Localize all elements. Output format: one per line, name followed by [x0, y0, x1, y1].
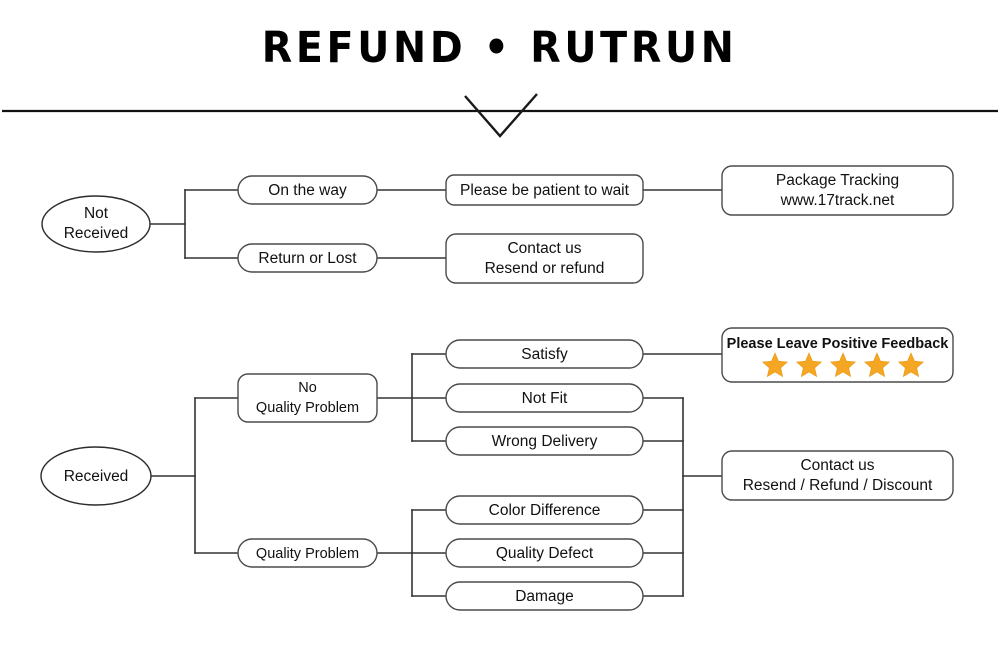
on-the-way-label: On the way	[268, 182, 347, 199]
on-the-way-box	[237, 175, 378, 205]
not-fit-box	[445, 383, 644, 413]
node-return-or-lost[interactable]: Return or Lost	[237, 243, 378, 273]
node-contact-resend-refund[interactable]: Contact us Resend or refund	[445, 233, 644, 284]
chevron-down-icon	[464, 93, 538, 138]
node-no-quality-problem[interactable]: No Quality Problem	[237, 373, 378, 423]
node-received[interactable]: Received	[40, 446, 152, 506]
color-difference-label: Color Difference	[489, 502, 601, 519]
contact-resend-box	[445, 233, 644, 284]
return-or-lost-box	[237, 243, 378, 273]
contact-discount-label-line1: Contact us	[800, 457, 874, 474]
wrong-delivery-label: Wrong Delivery	[492, 433, 598, 450]
star-icon[interactable]	[795, 352, 823, 378]
received-ellipse	[40, 446, 152, 506]
star-icon[interactable]	[863, 352, 891, 378]
node-quality-defect[interactable]: Quality Defect	[445, 538, 644, 568]
package-tracking-url: www.17track.net	[780, 192, 895, 209]
satisfy-label: Satisfy	[521, 346, 568, 363]
no-quality-problem-label-line1: No	[298, 380, 317, 396]
package-tracking-label-line1: Package Tracking	[776, 172, 899, 189]
not-received-label-line2: Received	[64, 225, 129, 242]
quality-problem-label: Quality Problem	[256, 546, 359, 562]
quality-defect-box	[445, 538, 644, 568]
quality-defect-label: Quality Defect	[496, 545, 594, 562]
node-on-the-way[interactable]: On the way	[237, 175, 378, 205]
node-wrong-delivery[interactable]: Wrong Delivery	[445, 426, 644, 456]
damage-label: Damage	[515, 588, 574, 605]
received-label: Received	[64, 468, 129, 485]
title-bar: REFUND • RUTRUN	[0, 0, 1000, 96]
node-contact-resend-refund-discount[interactable]: Contact us Resend / Refund / Discount	[721, 450, 954, 501]
star-icon[interactable]	[829, 352, 857, 378]
page-title: REFUND • RUTRUN	[262, 22, 738, 73]
not-fit-label: Not Fit	[522, 390, 568, 407]
return-or-lost-label: Return or Lost	[258, 250, 357, 267]
node-not-fit[interactable]: Not Fit	[445, 383, 644, 413]
feedback-label: Please Leave Positive Feedback	[727, 336, 950, 352]
node-damage[interactable]: Damage	[445, 581, 644, 611]
star-icon[interactable]	[897, 352, 925, 378]
no-quality-problem-label-line2: Quality Problem	[256, 400, 359, 416]
be-patient-box	[445, 174, 644, 206]
star-icon[interactable]	[761, 352, 789, 378]
contact-discount-label-line2: Resend / Refund / Discount	[743, 477, 933, 494]
contact-discount-box	[721, 450, 954, 501]
contact-resend-label-line2: Resend or refund	[485, 260, 605, 277]
satisfy-box	[445, 339, 644, 369]
be-patient-label: Please be patient to wait	[460, 182, 630, 199]
contact-resend-label-line1: Contact us	[507, 240, 581, 257]
color-difference-box	[445, 495, 644, 525]
not-received-ellipse	[41, 195, 151, 253]
node-positive-feedback[interactable]: Please Leave Positive Feedback	[721, 327, 954, 383]
not-received-label-line1: Not	[84, 205, 109, 222]
node-satisfy[interactable]: Satisfy	[445, 339, 644, 369]
damage-box	[445, 581, 644, 611]
wrong-delivery-box	[445, 426, 644, 456]
no-quality-problem-box	[237, 373, 378, 423]
node-be-patient[interactable]: Please be patient to wait	[445, 174, 644, 206]
node-quality-problem[interactable]: Quality Problem	[237, 538, 378, 568]
package-tracking-box	[721, 165, 954, 216]
star-rating[interactable]	[761, 352, 925, 378]
node-color-difference[interactable]: Color Difference	[445, 495, 644, 525]
quality-problem-box	[237, 538, 378, 568]
node-not-received[interactable]: Not Received	[41, 195, 151, 253]
node-package-tracking[interactable]: Package Tracking www.17track.net	[721, 165, 954, 216]
